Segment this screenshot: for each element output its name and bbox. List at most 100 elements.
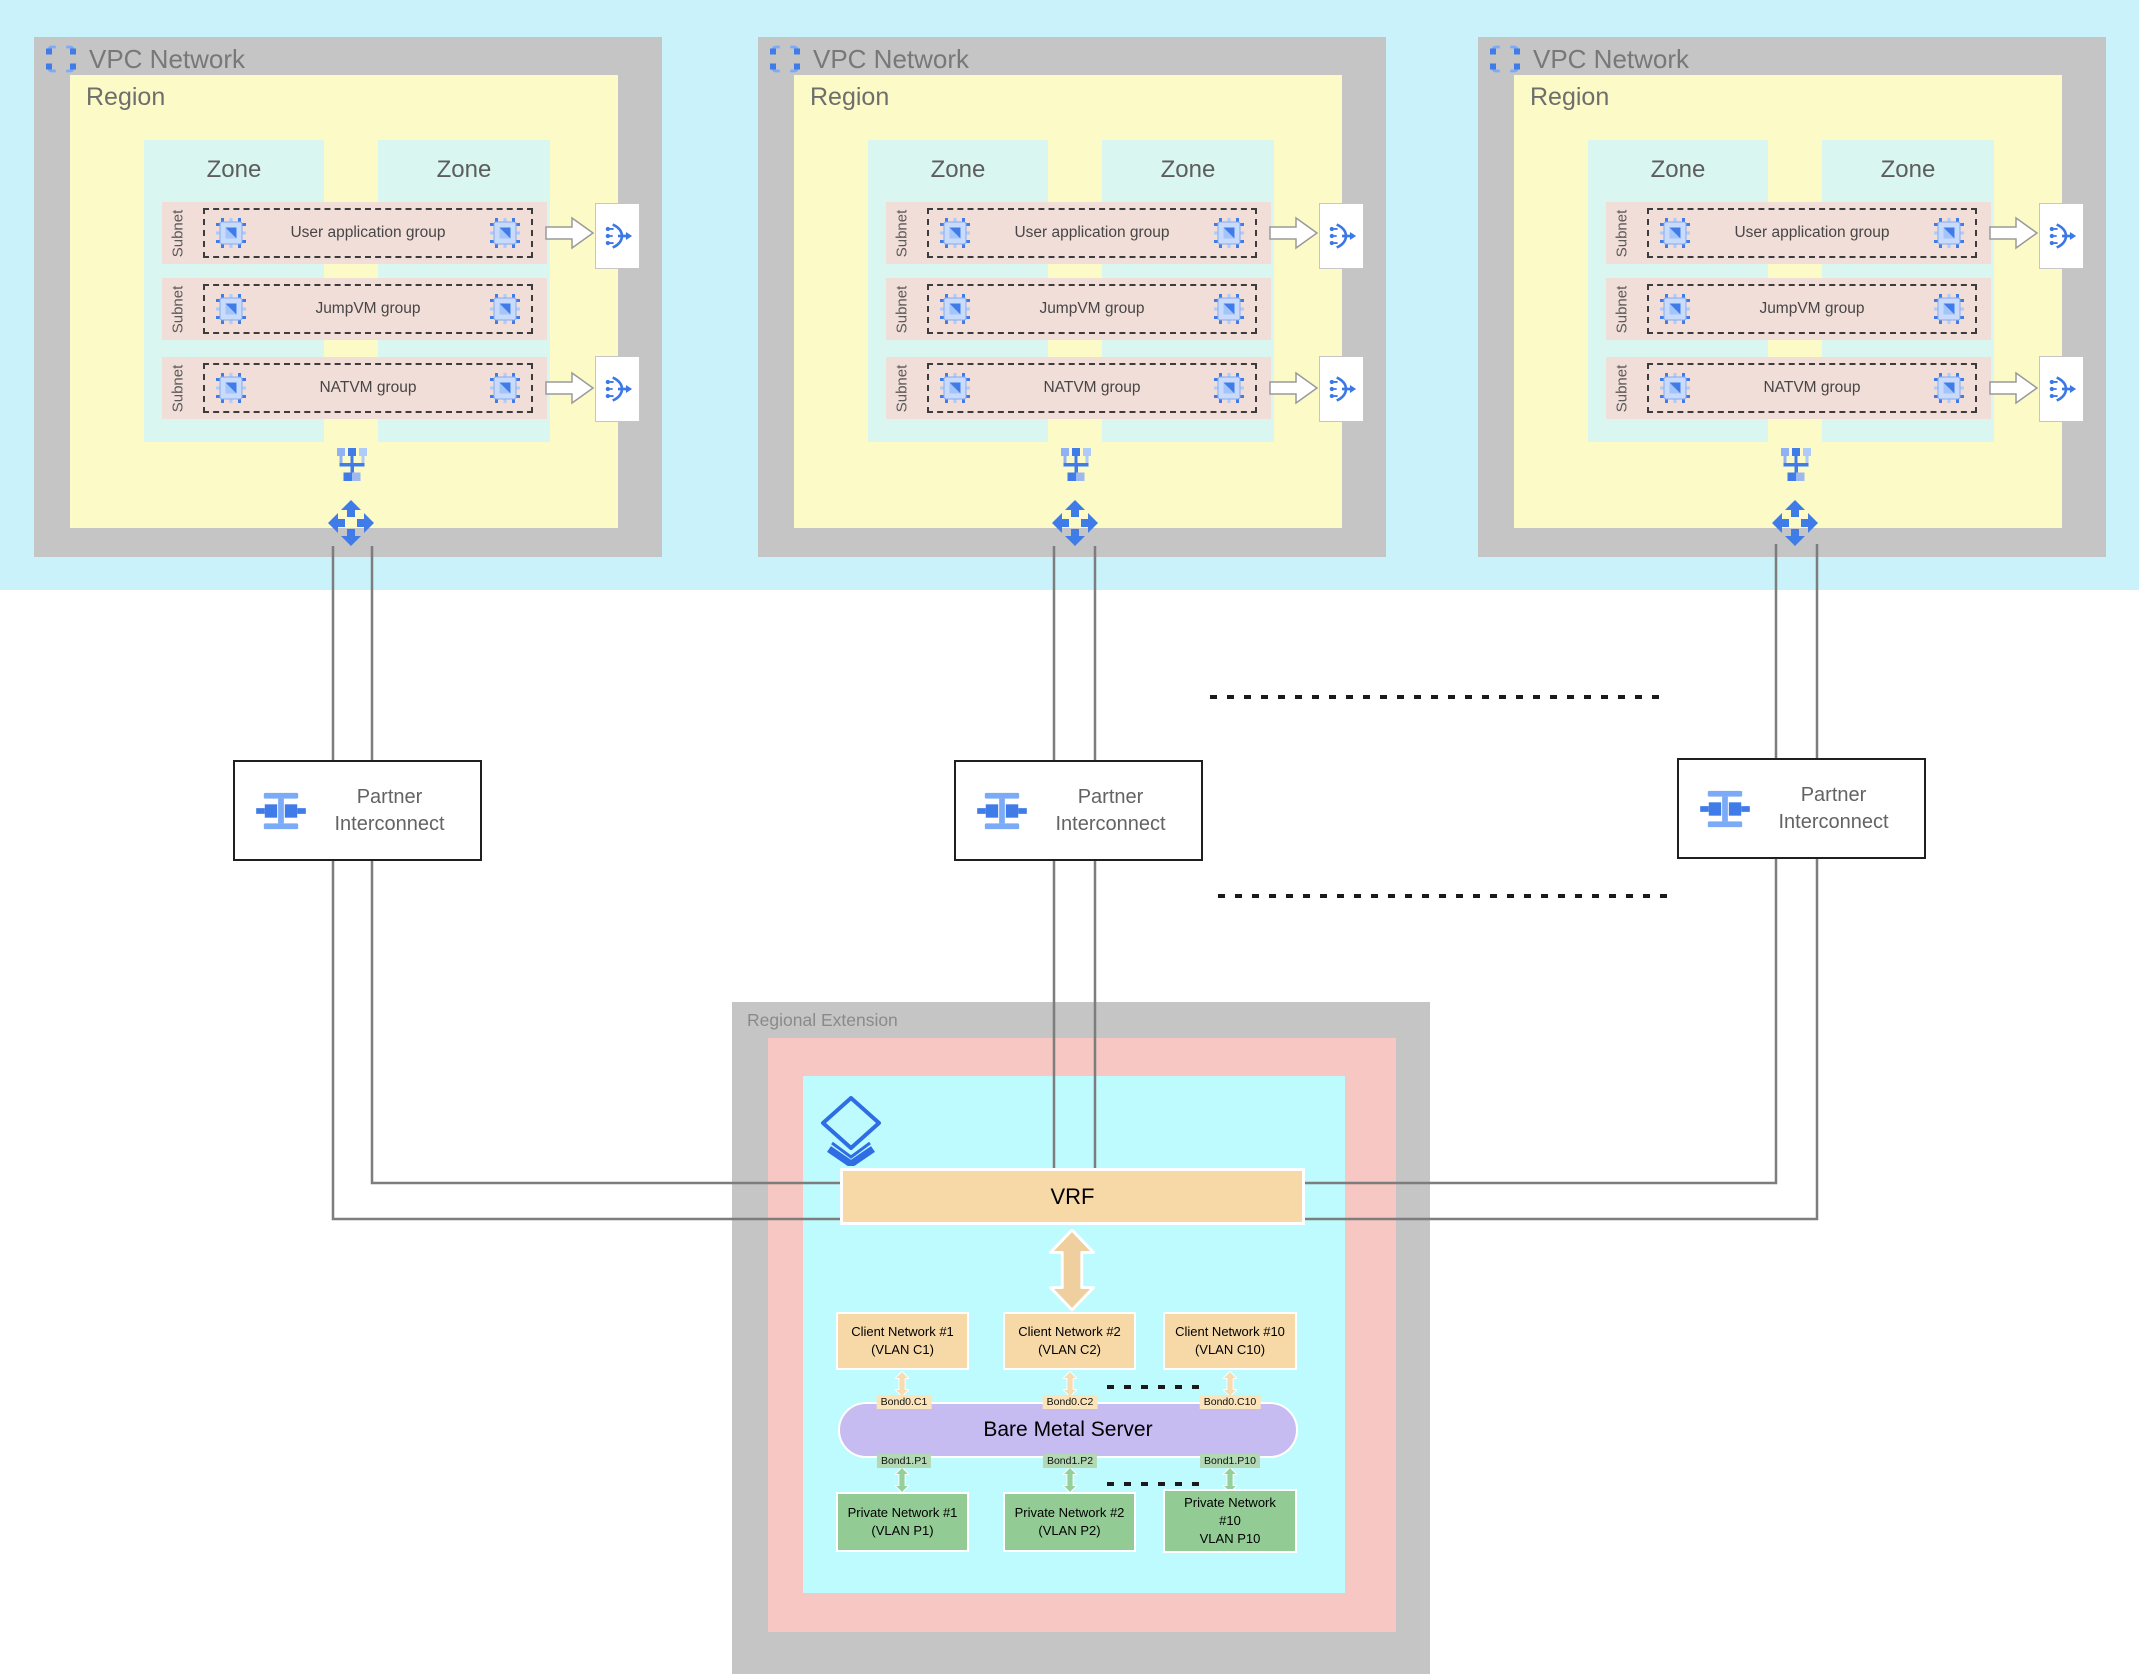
- regional-extension-title: Regional Extension: [747, 1010, 898, 1030]
- zone-title: Zone: [1650, 156, 1706, 183]
- compute-vm-icon: [1934, 218, 1964, 248]
- stacked-layers-icon: [820, 1096, 882, 1166]
- subnet-row-natvm: Subnet NATVM group: [886, 357, 1271, 419]
- bond0-c10-label: Bond0.C10: [1199, 1395, 1261, 1409]
- load-balancer-box: [1319, 356, 1364, 422]
- subnet-label: Subnet: [169, 209, 187, 257]
- bond0-c2-label: Bond0.C2: [1042, 1395, 1098, 1409]
- subnet-label: Subnet: [169, 364, 187, 412]
- compute-vm-icon: [1214, 218, 1244, 248]
- vpc-title: VPC Network: [813, 43, 970, 74]
- partner-interconnect-icon: [1700, 790, 1750, 827]
- vm-group-label: User application group: [1014, 224, 1170, 241]
- partner-interconnect-box-1: Partner Interconnect: [233, 760, 482, 861]
- load-balancer-icon: [603, 376, 633, 402]
- compute-vm-icon: [1934, 373, 1964, 403]
- vm-group-natvm: NATVM group: [927, 363, 1257, 413]
- load-balancer-box: [1319, 203, 1364, 269]
- private-network-1-box: Private Network #1 (VLAN P1): [836, 1492, 969, 1552]
- bond1-p1-label: Bond1.P1: [876, 1454, 932, 1468]
- flow-arrow-icon: [1269, 372, 1318, 404]
- vm-group-label: NATVM group: [319, 379, 417, 396]
- subnet-row-natvm: Subnet NATVM group: [162, 357, 547, 419]
- client-network-10-box: Client Network #10 (VLAN C10): [1163, 1312, 1297, 1370]
- vm-group-user-app: User application group: [927, 208, 1257, 258]
- bond-double-arrow: [1222, 1371, 1238, 1397]
- vrf-box: VRF: [840, 1168, 1305, 1225]
- bond0-c1-label: Bond0.C1: [876, 1395, 932, 1409]
- bond-double-arrow: [894, 1467, 910, 1493]
- private-network-2-box: Private Network #2 (VLAN P2): [1003, 1492, 1136, 1552]
- subnet-label: Subnet: [893, 209, 911, 257]
- subnet-row-jumpvm: Subnet JumpVM group: [886, 278, 1271, 340]
- flow-arrow-icon: [1989, 217, 2038, 249]
- load-balancer-box: [2039, 203, 2084, 269]
- vpc-title: VPC Network: [89, 43, 246, 74]
- load-balancer-icon: [603, 223, 633, 249]
- partner-interconnect-label: Partner Interconnect: [1055, 785, 1166, 835]
- client-network-1-box: Client Network #1 (VLAN C1): [836, 1312, 969, 1370]
- bare-metal-server: Bare Metal Server: [838, 1402, 1298, 1458]
- vm-group-user-app: User application group: [1647, 208, 1977, 258]
- network-topology-icon: [1061, 448, 1091, 481]
- vm-group-natvm: NATVM group: [203, 363, 533, 413]
- compute-vm-icon: [216, 373, 246, 403]
- partner-interconnect-icon: [977, 792, 1027, 829]
- bond1-p10-label: Bond1.P10: [1200, 1454, 1260, 1468]
- bond-double-arrow: [1062, 1371, 1078, 1397]
- cloud-router-icon: [1772, 500, 1818, 546]
- vpc-network-block-3: VPC Network Region Zone Zone Subnet User…: [1478, 37, 2106, 557]
- subnet-row-user-app: Subnet User application group: [162, 202, 547, 264]
- compute-vm-icon: [216, 294, 246, 324]
- compute-vm-icon: [1660, 294, 1690, 324]
- compute-vm-icon: [490, 218, 520, 248]
- load-balancer-icon: [1327, 376, 1357, 402]
- load-balancer-icon: [2047, 223, 2077, 249]
- subnet-label: Subnet: [169, 285, 187, 333]
- partner-interconnect-box-3: Partner Interconnect: [1677, 758, 1926, 859]
- zone-title: Zone: [436, 156, 492, 183]
- compute-vm-icon: [1214, 373, 1244, 403]
- zone-title: Zone: [1880, 156, 1936, 183]
- bond-double-arrow: [1062, 1467, 1078, 1493]
- vpc-header: VPC Network: [770, 42, 969, 76]
- compute-vm-icon: [940, 294, 970, 324]
- vpc-network-icon: [1490, 45, 1520, 73]
- subnet-label: Subnet: [1613, 285, 1631, 333]
- subnet-row-natvm: Subnet NATVM group: [1606, 357, 1991, 419]
- partner-interconnect-label: Partner Interconnect: [1778, 783, 1889, 833]
- private-network-10-box: Private Network #10 VLAN P10: [1163, 1489, 1297, 1553]
- subnet-label: Subnet: [1613, 209, 1631, 257]
- load-balancer-box: [595, 356, 640, 422]
- vm-group-user-app: User application group: [203, 208, 533, 258]
- vrf-label: VRF: [1050, 1183, 1095, 1209]
- vm-group-jumpvm: JumpVM group: [927, 284, 1257, 334]
- load-balancer-icon: [1327, 223, 1357, 249]
- cloud-router-icon: [1052, 500, 1098, 546]
- partner-interconnect-icon: [256, 792, 306, 829]
- bond1-p2-label: Bond1.P2: [1042, 1454, 1098, 1468]
- vm-group-label: JumpVM group: [1039, 300, 1145, 317]
- zone-title: Zone: [930, 156, 986, 183]
- vpc-network-block-1: VPC Network Region Zone Zone Subnet User…: [34, 37, 662, 557]
- region-title: Region: [810, 83, 890, 111]
- vpc-title: VPC Network: [1533, 43, 1690, 74]
- flow-arrow-icon: [1989, 372, 2038, 404]
- network-topology-icon: [337, 448, 367, 481]
- vpc-network-icon: [770, 45, 800, 73]
- subnet-row-user-app: Subnet User application group: [886, 202, 1271, 264]
- flow-arrow-icon: [1269, 217, 1318, 249]
- region-title: Region: [86, 83, 166, 111]
- vrf-clients-double-arrow: [1049, 1229, 1095, 1311]
- zone-title: Zone: [206, 156, 262, 183]
- region-title: Region: [1530, 83, 1610, 111]
- compute-vm-icon: [216, 218, 246, 248]
- partner-interconnect-label: Partner Interconnect: [334, 785, 445, 835]
- vpc-network-block-2: VPC Network Region Zone Zone Subnet User…: [758, 37, 1386, 557]
- compute-vm-icon: [1660, 373, 1690, 403]
- subnet-label: Subnet: [893, 285, 911, 333]
- subnet-row-jumpvm: Subnet JumpVM group: [1606, 278, 1991, 340]
- partner-interconnect-box-2: Partner Interconnect: [954, 760, 1203, 861]
- vm-group-label: NATVM group: [1043, 379, 1141, 396]
